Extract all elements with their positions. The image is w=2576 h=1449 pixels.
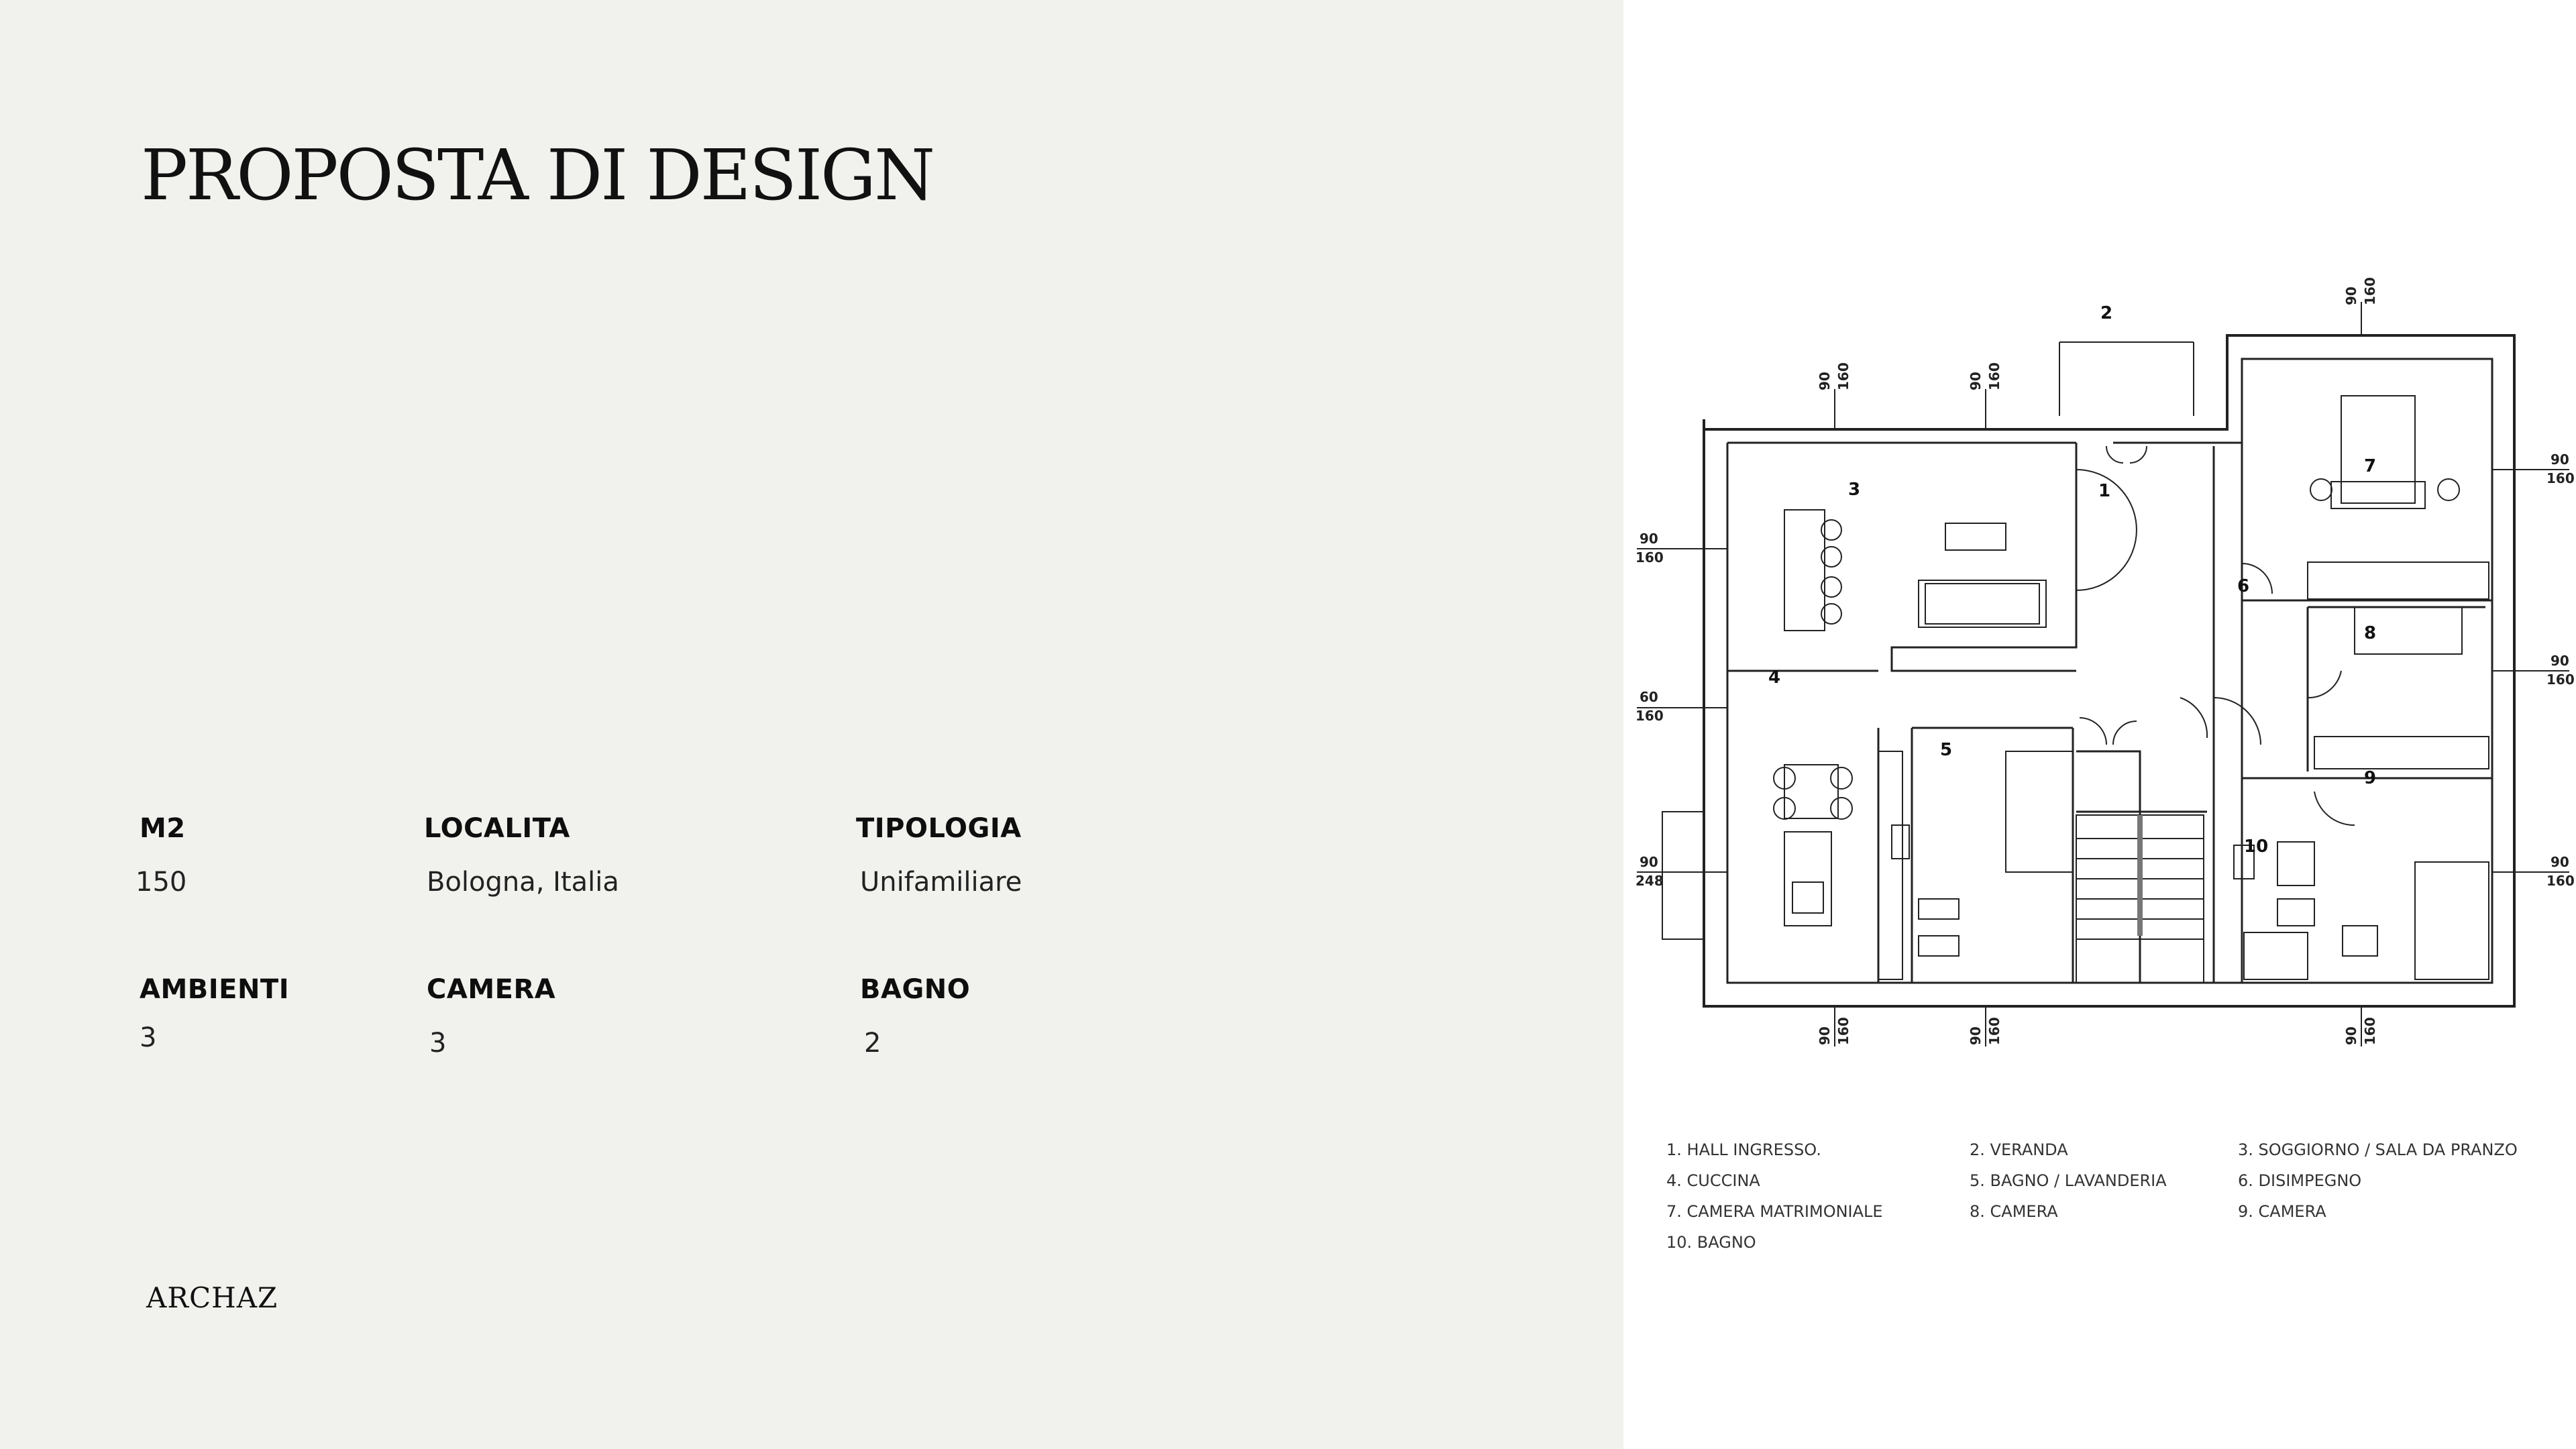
spec-value: 150: [136, 867, 187, 898]
interior-wall: [1877, 727, 2074, 983]
interior-wall: [1727, 443, 2078, 672]
stairs: [2076, 814, 2204, 983]
legend-item: 5. BAGNO / LAVANDERIA: [1970, 1171, 2167, 1190]
spec-label: CAMERA: [427, 974, 556, 1005]
window-height: 160: [1986, 362, 2002, 390]
interior-wall: [2212, 443, 2243, 983]
door-swings: [2076, 445, 2355, 826]
window-width: 90: [1640, 531, 1658, 547]
legend-item: 3. SOGGIORNO / SALA DA PRANZO: [2238, 1140, 2518, 1159]
legend-item: 2. VERANDA: [1970, 1140, 2068, 1159]
spec-value: 3: [429, 1028, 447, 1059]
window-width: 60: [1640, 689, 1658, 705]
spec-label: BAGNO: [860, 974, 971, 1005]
legend-item: 9. CAMERA: [2238, 1202, 2326, 1221]
legend-item: 7. CAMERA MATRIMONIALE: [1666, 1202, 1883, 1221]
spec-label: LOCALITA: [424, 813, 570, 844]
spec-value: Unifamiliare: [860, 867, 1022, 898]
room-number: 4: [1768, 667, 1780, 688]
window-width: 90: [1968, 1026, 1984, 1045]
spec-label: AMBIENTI: [140, 974, 290, 1005]
room-number: 6: [2237, 576, 2249, 596]
window-width: 90: [1640, 854, 1658, 870]
window-width: 90: [2343, 1026, 2359, 1045]
spec-m2: M2 150: [136, 813, 186, 898]
spec-value: 3: [140, 1022, 157, 1053]
spec-tipologia: TIPOLOGIA Unifamiliare: [856, 813, 1022, 898]
legend-item: 8. CAMERA: [1970, 1202, 2058, 1221]
window-height: 160: [2546, 470, 2575, 486]
legend-item: 6. DISIMPEGNO: [2238, 1171, 2362, 1190]
room-number: 2: [2100, 303, 2112, 323]
window-width: 90: [2551, 451, 2569, 468]
room-number: 9: [2364, 768, 2376, 788]
outer-wall: [1703, 334, 2516, 1008]
page-title: PROPOSTA DI DESIGN: [141, 134, 935, 216]
window-dimensions: 90 160 90 160 90 160 90 160 90 160 90 16…: [1635, 277, 2575, 1045]
window-height: 160: [1635, 708, 1664, 724]
window-width: 90: [1968, 372, 1984, 390]
interior-wall: [2242, 599, 2492, 780]
spec-camera: CAMERA 3: [427, 974, 555, 1059]
spec-value: 2: [864, 1028, 881, 1059]
room-number: 8: [2364, 623, 2376, 643]
window-width: 90: [1817, 372, 1833, 390]
room-number: 10: [2244, 837, 2268, 857]
spec-ambienti: AMBIENTI 3: [140, 974, 289, 1053]
spec-bagno: BAGNO 2: [860, 974, 970, 1059]
spec-value: Bologna, Italia: [427, 867, 619, 898]
window-width: 90: [1817, 1026, 1833, 1045]
window-height: 160: [1635, 549, 1664, 566]
window-height: 160: [1835, 1017, 1851, 1045]
window-height: 160: [1835, 362, 1851, 390]
window-height: 248: [1635, 873, 1664, 889]
floor-plan-drawing: 1 2 3 4 5 6 7 8 9 10 90 160 90 160 90 16…: [1635, 277, 2575, 1046]
legend-item: 10. BAGNO: [1666, 1233, 1756, 1252]
room-number: 5: [1940, 740, 1952, 760]
window-width: 90: [2343, 286, 2359, 305]
floor-plan: 1 2 3 4 5 6 7 8 9 10 90 160 90 160 90 16…: [1623, 275, 2576, 1087]
legend-item: 1. HALL INGRESSO.: [1666, 1140, 1821, 1159]
veranda-outline: [2059, 341, 2194, 416]
brand-logo: ARCHAZ: [146, 1281, 278, 1314]
room-number: 7: [2364, 456, 2376, 476]
left-panel: PROPOSTA DI DESIGN M2 150 LOCALITA Bolog…: [0, 0, 1623, 1449]
room-number: 3: [1848, 480, 1860, 500]
window-height: 160: [2362, 1017, 2378, 1045]
room-number: 1: [2098, 481, 2110, 501]
window-height: 160: [2362, 277, 2378, 305]
spec-localita: LOCALITA Bologna, Italia: [424, 813, 619, 898]
window-markers: [1637, 302, 2569, 1046]
window-height: 160: [2546, 873, 2575, 889]
spec-label: M2: [140, 813, 186, 844]
window-width: 90: [2551, 854, 2569, 870]
room-numbers: 1 2 3 4 5 6 7 8 9 10: [1768, 303, 2376, 857]
spec-label: TIPOLOGIA: [856, 813, 1022, 844]
legend-item: 4. CUCCINA: [1666, 1171, 1760, 1190]
window-height: 160: [2546, 672, 2575, 688]
room-legend: 1. HALL INGRESSO. 2. VERANDA 3. SOGGIORN…: [1666, 1140, 2565, 1252]
window-height: 160: [1986, 1017, 2002, 1045]
furniture: [1773, 395, 2489, 980]
window-width: 90: [2551, 653, 2569, 669]
